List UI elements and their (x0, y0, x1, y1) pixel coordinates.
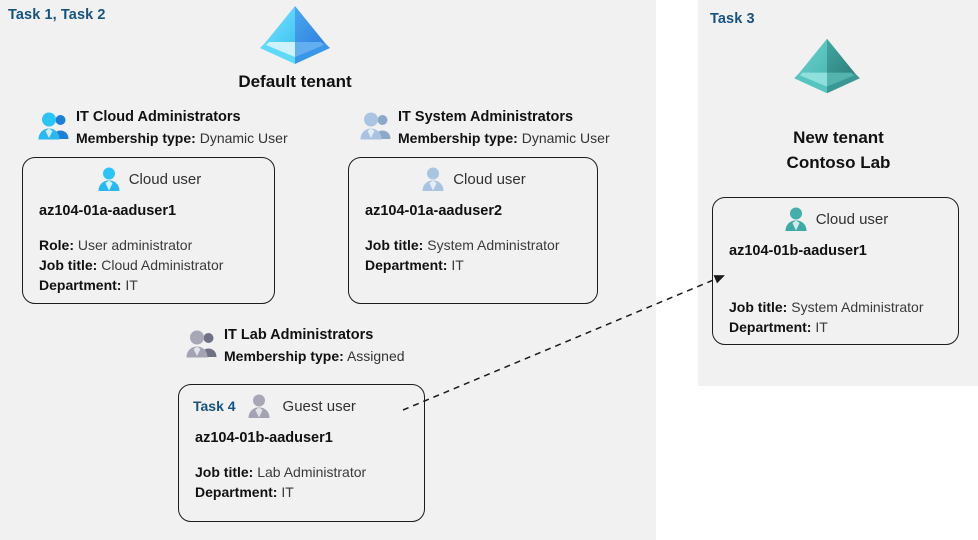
group-name: IT Lab Administrators (224, 327, 374, 343)
group-it-lab-administrators: IT Lab Administrators Membership type: A… (186, 326, 405, 366)
attr-label: Job title: (39, 257, 98, 274)
user-card-cloud-az104-01b-aaduser1[interactable]: Cloud user az104-01b-aaduser1 Job title:… (712, 197, 959, 345)
user-attr-job-title: Job title: Lab Administrator (195, 462, 424, 482)
user-card-az104-01a-aaduser1[interactable]: Cloud user az104-01a-aaduser1 Role: User… (22, 157, 275, 304)
user-card-guest-az104-01b-aaduser1[interactable]: Task 4 Guest user az104-01b-aaduser1 Job… (178, 384, 425, 522)
attr-value: IT (451, 257, 464, 274)
attr-label: Job title: (729, 299, 788, 315)
attr-label: Department: (195, 484, 278, 501)
user-name: az104-01b-aaduser1 (195, 430, 333, 446)
group-membership-label: Membership type: (398, 129, 518, 146)
new-tenant-title-line2: Contoso Lab (786, 152, 891, 172)
user-card-az104-01a-aaduser2[interactable]: Cloud user az104-01a-aaduser2 Job title:… (348, 157, 598, 304)
group-it-system-administrators: IT System Administrators Membership type… (360, 108, 610, 148)
attr-label: Job title: (195, 464, 254, 480)
user-name: az104-01a-aaduser2 (365, 203, 503, 219)
user-attr-department: Department: IT (729, 317, 958, 337)
card-task-label: Task 4 (193, 398, 236, 414)
users-group-icon (186, 329, 218, 359)
attr-value: System Administrator (427, 237, 560, 253)
group-membership-label: Membership type: (224, 347, 344, 364)
user-type-label: Cloud user (128, 170, 202, 188)
attr-value: Cloud Administrator (101, 257, 224, 274)
attr-value: Lab Administrator (257, 464, 367, 480)
group-membership: Membership type: Dynamic User (76, 128, 288, 148)
group-name: IT Cloud Administrators (76, 109, 241, 125)
users-group-icon (38, 111, 70, 141)
user-attr-department: Department: IT (195, 482, 424, 502)
attr-label: Role: (39, 237, 74, 253)
new-tenant-title-line1: New tenant (793, 128, 884, 147)
attr-label: Department: (729, 319, 812, 336)
user-attr-job-title: Job title: System Administrator (365, 235, 597, 255)
attr-label: Department: (365, 257, 448, 274)
user-attr-department: Department: IT (39, 275, 274, 295)
user-attr-department: Department: IT (365, 255, 597, 275)
attr-value: IT (815, 319, 828, 336)
attr-value: IT (125, 277, 138, 294)
default-tenant-title: Default tenant (238, 72, 352, 91)
default-tenant-panel (0, 0, 656, 540)
user-attributes: Job title: Lab Administrator Department:… (195, 462, 424, 502)
user-name: az104-01b-aaduser1 (729, 243, 867, 259)
group-membership: Membership type: Assigned (224, 346, 405, 366)
group-it-cloud-administrators: IT Cloud Administrators Membership type:… (38, 108, 288, 148)
user-attributes: Role: User administrator Job title: Clou… (39, 235, 274, 295)
new-tenant-title: New tenant Contoso Lab (736, 126, 941, 175)
group-name: IT System Administrators (398, 109, 574, 125)
cloud-user-icon (96, 166, 122, 192)
user-type-label: Cloud user (453, 170, 526, 188)
azure-ad-tenant-icon-new (791, 35, 863, 97)
user-attr-job-title: Job title: Cloud Administrator (39, 255, 274, 275)
task-label-right-panel: Task 3 (710, 11, 755, 27)
guest-user-icon (246, 393, 272, 419)
attr-label: Department: (39, 277, 122, 294)
group-membership-label: Membership type: (76, 129, 196, 146)
attr-value: IT (281, 484, 294, 501)
task-label-left-panel: Task 1, Task 2 (8, 7, 106, 23)
user-type-label: Cloud user (815, 210, 889, 228)
cloud-user-icon (783, 206, 809, 232)
azure-ad-tenant-icon-default (257, 2, 333, 68)
group-membership-value: Dynamic User (199, 129, 288, 146)
attr-value: User administrator (77, 237, 193, 253)
cloud-user-icon (420, 166, 446, 192)
group-membership: Membership type: Dynamic User (398, 128, 610, 148)
user-type-label: Guest user (282, 397, 356, 415)
attr-value: System Administrator (791, 299, 924, 315)
group-membership-value: Dynamic User (521, 129, 610, 146)
user-name: az104-01a-aaduser1 (39, 203, 177, 219)
users-group-icon (360, 111, 392, 141)
attr-label: Job title: (365, 237, 424, 253)
group-membership-value: Assigned (346, 347, 405, 364)
user-attr-role: Role: User administrator (39, 235, 274, 255)
user-attributes: Job title: System Administrator Departme… (365, 235, 597, 275)
user-attr-job-title: Job title: System Administrator (729, 297, 958, 317)
user-attributes: Job title: System Administrator Departme… (729, 297, 958, 337)
